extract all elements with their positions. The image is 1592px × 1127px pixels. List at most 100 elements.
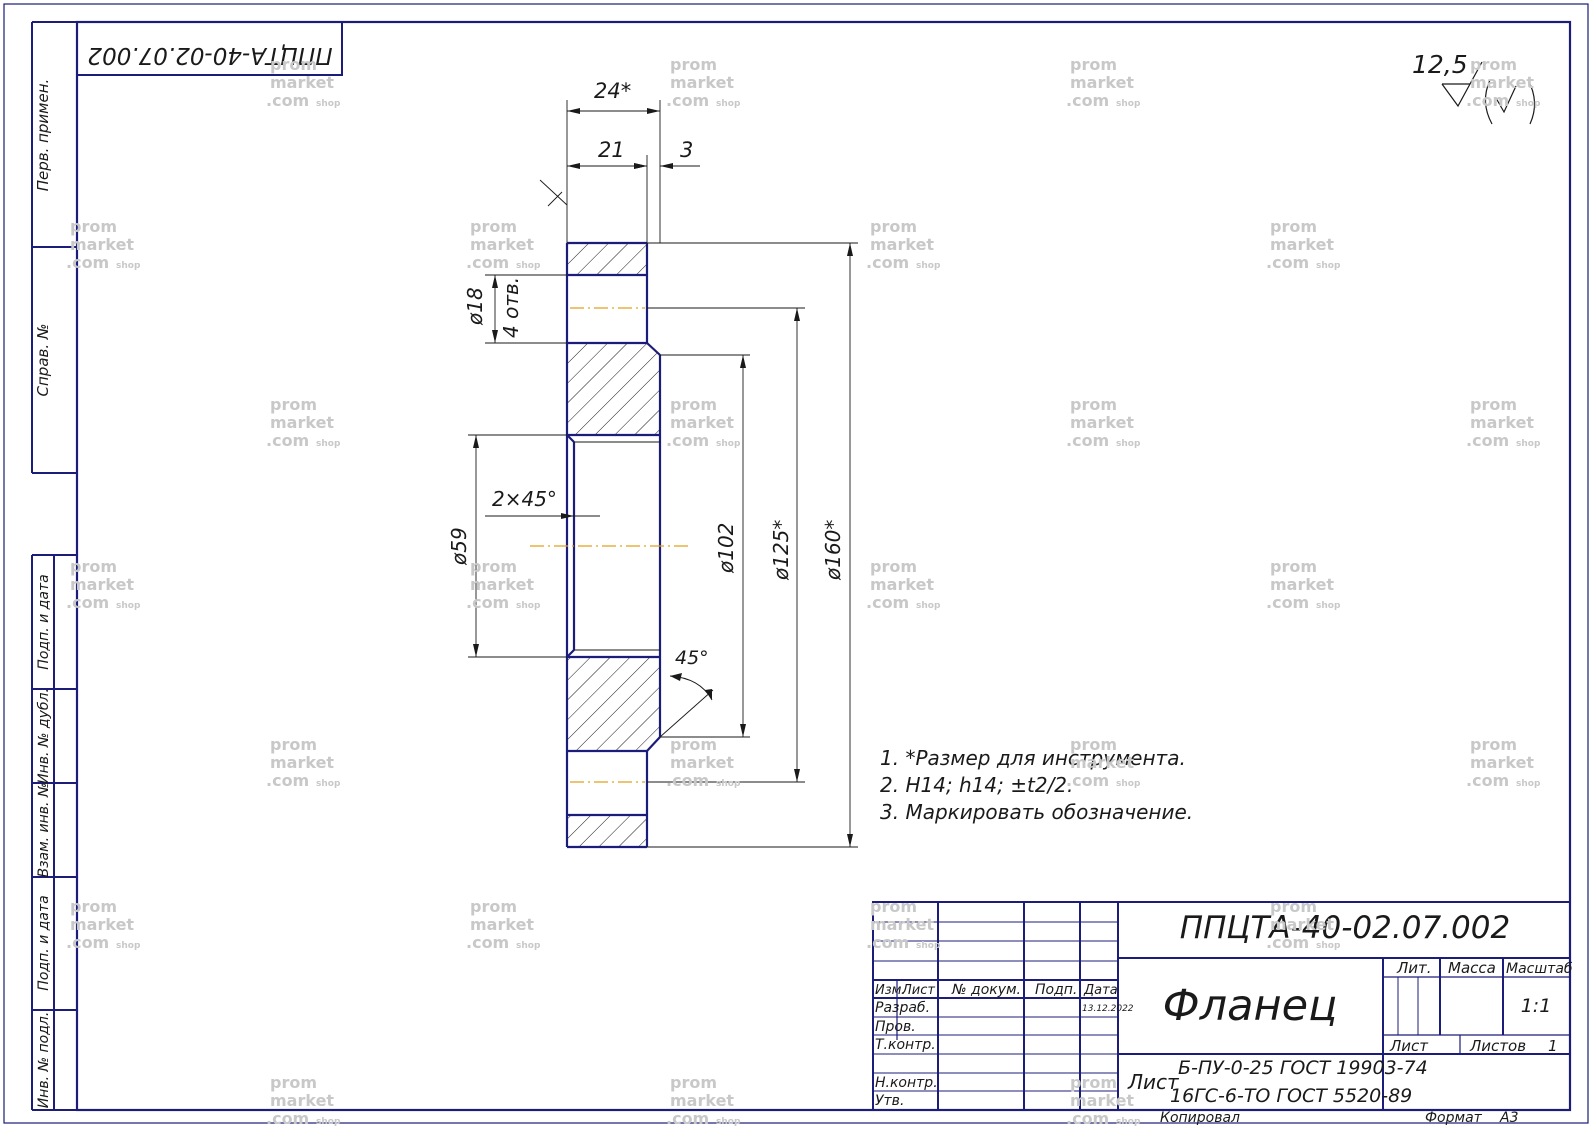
format-label: Формат: [1425, 1110, 1483, 1126]
watermark-tag: shop: [1516, 779, 1541, 789]
watermark-tag: shop: [716, 779, 741, 789]
watermark-text: prom: [670, 735, 717, 754]
watermark-tag: shop: [116, 261, 141, 271]
dim-d125: ø125*: [769, 520, 793, 581]
watermark-tag: shop: [1116, 1117, 1141, 1127]
dimension-lines: [468, 100, 858, 848]
watermark-text: market: [670, 1091, 734, 1110]
watermark-text: prom: [1470, 395, 1517, 414]
watermark-tag: shop: [916, 601, 941, 611]
watermark-tag: shop: [716, 439, 741, 449]
watermark-text: market: [470, 915, 534, 934]
roughness-symbol: 12,5: [1412, 50, 1536, 125]
watermark-text: prom: [70, 897, 117, 916]
dim-21: 21: [598, 138, 625, 162]
watermark-text: .com: [1066, 771, 1109, 790]
mass-label: Масса: [1448, 959, 1496, 977]
watermark-text: prom: [1270, 217, 1317, 236]
watermark-text: market: [70, 915, 134, 934]
watermark-text: .com: [866, 253, 909, 272]
row-utv: Утв.: [875, 1093, 904, 1109]
watermark-text: .com: [666, 1109, 709, 1127]
format-value: А3: [1499, 1110, 1518, 1126]
watermark-text: prom: [870, 557, 917, 576]
sheets-value: 1: [1548, 1037, 1558, 1055]
watermark-text: market: [1070, 1091, 1134, 1110]
watermark-text: prom: [670, 55, 717, 74]
watermark-text: market: [1070, 753, 1134, 772]
watermark-text: prom: [70, 217, 117, 236]
watermark-text: .com: [1466, 771, 1509, 790]
watermark-text: market: [670, 73, 734, 92]
watermark-text: .com: [66, 253, 109, 272]
watermark-tag: shop: [1116, 439, 1141, 449]
watermark-text: market: [470, 575, 534, 594]
watermark-text: market: [670, 753, 734, 772]
hatch-top-outer: [567, 243, 647, 275]
material-line-2: 16ГС-6-ТО ГОСТ 5520-89: [1170, 1085, 1412, 1107]
rotated-stamp-box: [76, 21, 343, 76]
dim-d59: ø59: [447, 527, 471, 566]
watermark-text: prom: [270, 735, 317, 754]
material-prefix: Лист: [1127, 1070, 1180, 1094]
watermark-tag: shop: [316, 1117, 341, 1127]
watermark-text: .com: [1066, 91, 1109, 110]
watermark-tag: shop: [916, 941, 941, 951]
title-part-name: Фланец: [1163, 981, 1338, 1031]
watermark-text: prom: [470, 897, 517, 916]
side-label-inv-podl: Инв. № подл.: [36, 1012, 52, 1109]
row-razrab: Разраб.: [875, 1000, 930, 1016]
watermark-text: market: [70, 235, 134, 254]
roughness-value: 12,5: [1412, 50, 1468, 79]
watermark-text: prom: [470, 217, 517, 236]
razrab-date: 13.12.2022: [1082, 1004, 1134, 1014]
inner-frame: [75, 20, 1572, 1112]
watermark-text: prom: [1270, 897, 1317, 916]
hatch-top-body: [567, 343, 660, 435]
watermark-text: prom: [70, 557, 117, 576]
watermark-tag: shop: [516, 261, 541, 271]
watermark-text: .com: [666, 431, 709, 450]
watermark-text: market: [870, 915, 934, 934]
dim-d102: ø102: [714, 523, 738, 574]
lit-label: Лит.: [1396, 959, 1432, 977]
note-2: 2. H14; h14; ±t2/2.: [880, 773, 1073, 797]
watermark-text: market: [1270, 915, 1334, 934]
dim-angle-45: 45°: [675, 647, 709, 669]
row-nkontr: Н.контр.: [875, 1075, 938, 1091]
left-side-strip: [31, 21, 77, 1111]
watermark-text: market: [1270, 575, 1334, 594]
watermark-text: .com: [1266, 253, 1309, 272]
watermark-text: prom: [1070, 395, 1117, 414]
watermark-text: prom: [470, 557, 517, 576]
side-label-podp-data-1: Подп. и дата: [36, 574, 52, 669]
row-tkontr: Т.контр.: [875, 1037, 936, 1053]
scale-value: 1:1: [1521, 995, 1552, 1017]
watermark-tag: shop: [116, 601, 141, 611]
watermark-text: market: [270, 73, 334, 92]
watermark-text: market: [270, 1091, 334, 1110]
side-label-sprav-no: Справ. №: [34, 324, 52, 397]
watermark-text: prom: [1470, 55, 1517, 74]
watermark-tag: shop: [1516, 439, 1541, 449]
watermark-text: prom: [670, 395, 717, 414]
title-designation: ППЦТА-40-02.07.002: [1180, 910, 1510, 946]
watermark-text: .com: [666, 771, 709, 790]
watermark-text: prom: [1470, 735, 1517, 754]
